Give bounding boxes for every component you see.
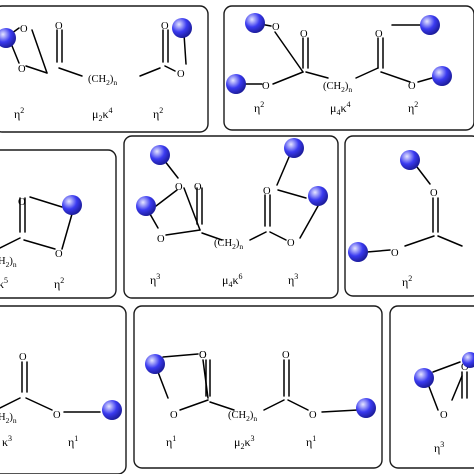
oxygen-label: O (408, 81, 416, 92)
mode-label-right: η3 (434, 440, 444, 455)
oxygen-label: O (272, 22, 280, 33)
mode-label-left: η1 (166, 434, 176, 449)
oxygen-label: O (309, 410, 317, 421)
mode-label-center: μ4κ4 (330, 100, 350, 117)
oxygen-label: O (177, 69, 185, 80)
panel-frame (0, 5, 209, 133)
metal-atom-sphere-icon (348, 242, 368, 262)
metal-atom-sphere-icon (462, 352, 474, 368)
panel-frame (344, 135, 474, 297)
oxygen-label: O (157, 234, 165, 245)
oxygen-label: O (53, 410, 61, 421)
panel-eta2-bridging: O O η2 (344, 135, 474, 297)
mode-label-right: η2 (54, 276, 64, 291)
oxygen-label: O (18, 197, 26, 208)
panel-frame (0, 305, 127, 474)
mode-label-right: η2 (402, 274, 412, 289)
oxygen-label: O (199, 350, 207, 361)
metal-atom-sphere-icon (150, 145, 170, 165)
mode-label-center: κ5 (0, 276, 8, 291)
oxygen-label: O (19, 352, 27, 363)
metal-atom-sphere-icon (62, 195, 82, 215)
oxygen-label: O (300, 29, 308, 40)
oxygen-label: O (440, 410, 448, 421)
panel-kappa3: O O H2)n κ3 η1 (0, 305, 127, 474)
methylene-chain-label: H2)n (0, 412, 17, 425)
metal-atom-sphere-icon (284, 138, 304, 158)
metal-atom-sphere-icon (145, 354, 165, 374)
mode-label-left: η2 (254, 100, 264, 115)
oxygen-label: O (175, 182, 183, 193)
mode-label-right: η3 (288, 272, 298, 287)
mode-label-center: μ2κ4 (92, 106, 112, 123)
metal-atom-sphere-icon (136, 196, 156, 216)
panel-frame (133, 305, 383, 469)
oxygen-label: O (20, 24, 28, 35)
oxygen-label: O (287, 238, 295, 249)
methylene-chain-label: (CH2)n (228, 410, 257, 423)
metal-atom-sphere-icon (172, 18, 192, 38)
oxygen-label: O (199, 350, 207, 361)
metal-atom-sphere-icon (356, 398, 376, 418)
metal-atom-sphere-icon (245, 13, 265, 33)
panel-eta3: O O η3 (389, 305, 474, 469)
panel-mu4-kappa6: O O O O O (CH2)n η3 μ4κ6 η3 (123, 135, 339, 299)
oxygen-label: O (430, 188, 438, 199)
panel-mu2-kappa3: O O O O O (CH2)n η1 μ2κ3 η1 (133, 305, 383, 469)
oxygen-label: O (262, 81, 270, 92)
mode-label-right: η2 (408, 100, 418, 115)
methylene-chain-label: (CH2)n (88, 74, 117, 87)
oxygen-label: O (461, 362, 469, 373)
oxygen-label: O (263, 186, 271, 197)
oxygen-label: O (391, 248, 399, 259)
panel-mu4-kappa4: O O O O O (CH2)n η2 μ4κ4 η2 (223, 5, 474, 131)
mode-label-right: η2 (153, 106, 163, 121)
panel-frame (389, 305, 474, 469)
methylene-chain-label: H2)n (0, 256, 17, 269)
mode-label-right: η1 (306, 434, 316, 449)
mode-label-left: η3 (150, 272, 160, 287)
metal-atom-sphere-icon (432, 66, 452, 86)
metal-atom-sphere-icon (400, 150, 420, 170)
mode-label-right: η1 (68, 434, 78, 449)
panel-frame (0, 149, 117, 299)
panel-kappa5: O O H2)n κ5 η2 (0, 149, 117, 299)
mode-label-center: μ2κ3 (234, 434, 254, 451)
oxygen-label: O (18, 64, 26, 75)
panel-frame (223, 5, 474, 131)
oxygen-label: O (161, 21, 169, 32)
metal-atom-sphere-icon (308, 186, 328, 206)
mode-label-center: μ4κ6 (222, 272, 242, 289)
metal-atom-sphere-icon (102, 400, 122, 420)
oxygen-label: O (55, 21, 63, 32)
mode-label-center: κ3 (2, 434, 12, 449)
metal-atom-sphere-icon (226, 74, 246, 94)
oxygen-label: O (375, 29, 383, 40)
metal-atom-sphere-icon (414, 368, 434, 388)
metal-atom-sphere-icon (0, 28, 16, 48)
oxygen-label: O (55, 249, 63, 260)
oxygen-label: O (282, 350, 290, 361)
mode-label-left: η2 (14, 106, 24, 121)
panel-mu2-kappa4: O O O O O (CH2)n η2 μ2κ4 η2 (0, 5, 209, 133)
methylene-chain-label: (CH2)n (323, 81, 352, 94)
metal-atom-sphere-icon (420, 15, 440, 35)
methylene-chain-label: (CH2)n (214, 238, 243, 251)
oxygen-label: O (194, 182, 202, 193)
oxygen-label: O (170, 410, 178, 421)
